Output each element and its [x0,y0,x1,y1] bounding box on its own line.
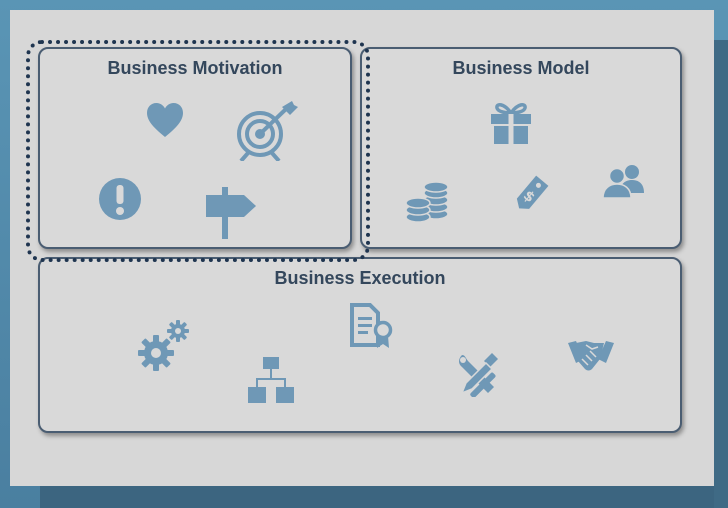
users-icon [602,165,644,199]
coins-icon [405,181,449,223]
signpost-icon [206,187,256,239]
business-execution-panel: Business Execution [38,257,682,433]
heart-icon [147,103,183,137]
business-motivation-panel: Business Motivation [38,47,352,249]
business-model-title: Business Model [452,58,590,78]
background-bottom-band [40,486,728,508]
business-motivation-title: Business Motivation [107,58,283,78]
background-right-band [714,40,728,508]
gift-icon [491,103,531,144]
certificate-document-icon [350,303,393,348]
business-execution-title: Business Execution [274,268,446,288]
business-model-panel: Business Model $ [360,47,682,249]
tools-icon [459,353,498,397]
price-tag-icon: $ [516,175,549,209]
gears-icon [138,320,189,371]
handshake-icon [568,341,614,371]
warning-icon [99,178,141,220]
target-icon [237,101,298,161]
org-chart-icon [248,357,294,403]
